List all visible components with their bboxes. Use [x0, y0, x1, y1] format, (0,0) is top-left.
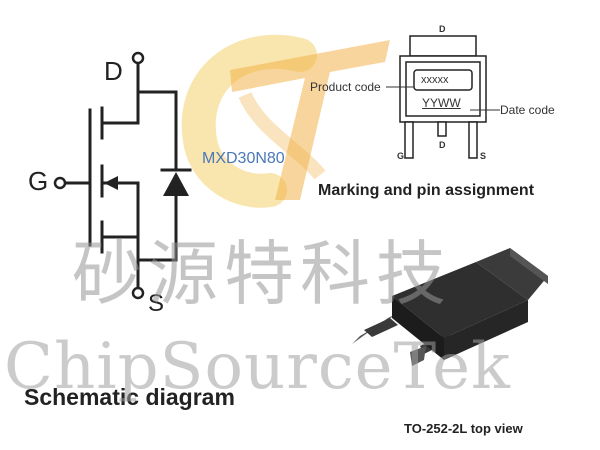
schematic-pin-g-label: G [28, 166, 49, 196]
watermark-english: ChipSourceTek [4, 330, 511, 404]
date-code-value: YYWW [422, 96, 461, 110]
product-code-value: xxxxx [421, 74, 449, 86]
schematic-caption: Schematic diagram [24, 384, 235, 410]
marking-pin-d-label: D [439, 140, 446, 150]
product-code-label: Product code [310, 80, 381, 94]
marking-pin-s-label: S [480, 151, 487, 161]
package-caption: TO-252-2L top view [404, 421, 523, 436]
date-code-label: Date code [500, 103, 555, 117]
watermark-chinese: 砂源特科技 [72, 233, 452, 315]
schematic-pin-d-label: D [104, 56, 123, 86]
marking-tab-d-label: D [439, 24, 446, 34]
schematic-pin-s-label: S [148, 290, 165, 317]
part-number: MXD30N80 [202, 150, 285, 167]
marking-pin-g-label: G [397, 151, 405, 161]
marking-caption: Marking and pin assignment [318, 182, 535, 199]
